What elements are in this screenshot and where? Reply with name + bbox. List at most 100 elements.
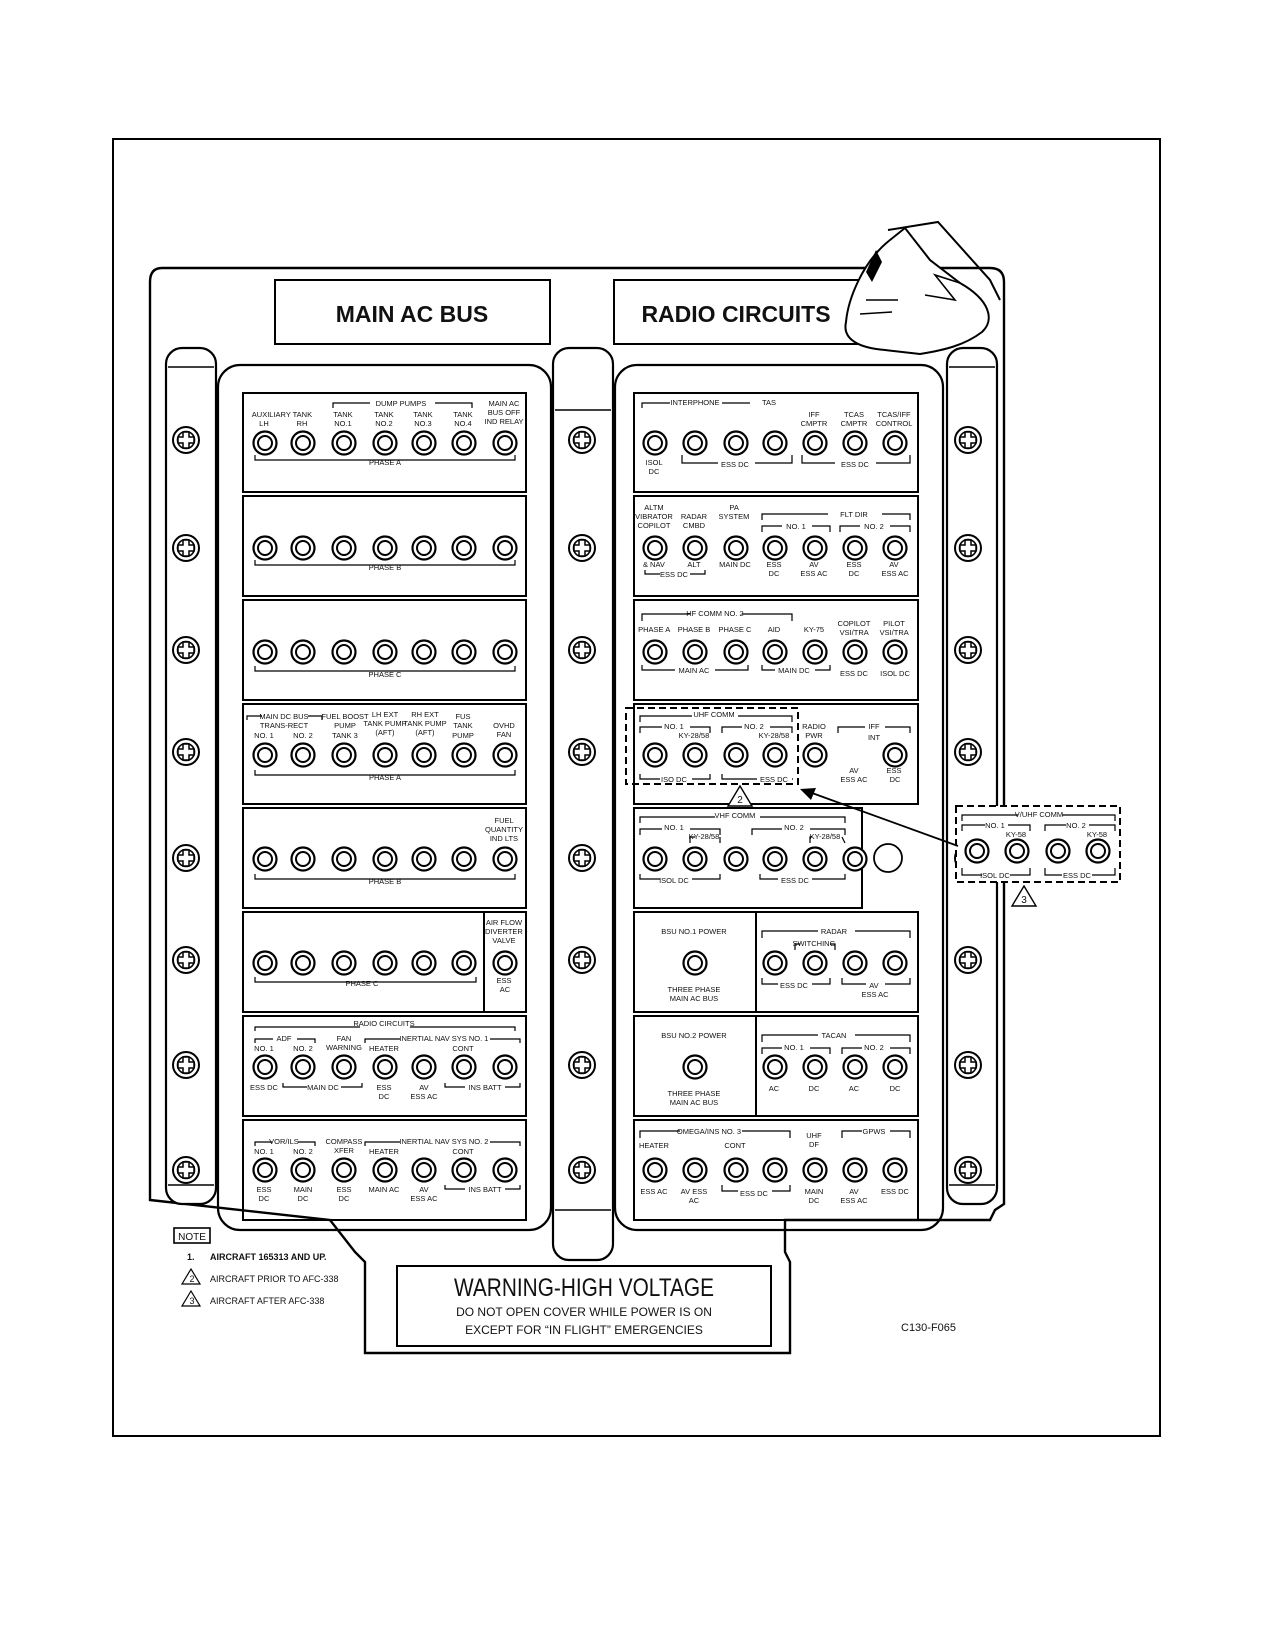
circuit-breaker[interactable] xyxy=(1045,838,1071,864)
circuit-breaker[interactable] xyxy=(372,1054,398,1080)
circuit-breaker[interactable] xyxy=(492,1157,518,1183)
circuit-breaker[interactable] xyxy=(682,430,708,456)
circuit-breaker[interactable] xyxy=(682,535,708,561)
circuit-breaker[interactable] xyxy=(252,1054,278,1080)
circuit-breaker[interactable] xyxy=(642,535,668,561)
circuit-breaker[interactable] xyxy=(451,535,477,561)
circuit-breaker[interactable] xyxy=(882,1157,908,1183)
circuit-breaker[interactable] xyxy=(882,430,908,456)
circuit-breaker[interactable] xyxy=(492,742,518,768)
circuit-breaker[interactable] xyxy=(290,639,316,665)
circuit-breaker[interactable] xyxy=(802,950,828,976)
circuit-breaker[interactable] xyxy=(252,950,278,976)
circuit-breaker[interactable] xyxy=(331,846,357,872)
circuit-breaker[interactable] xyxy=(411,846,437,872)
circuit-breaker[interactable] xyxy=(451,639,477,665)
circuit-breaker[interactable] xyxy=(682,846,708,872)
circuit-breaker[interactable] xyxy=(802,742,828,768)
circuit-breaker[interactable] xyxy=(802,430,828,456)
circuit-breaker[interactable] xyxy=(451,1054,477,1080)
circuit-breaker[interactable] xyxy=(802,846,828,872)
circuit-breaker[interactable] xyxy=(762,950,788,976)
circuit-breaker[interactable] xyxy=(451,742,477,768)
circuit-breaker[interactable] xyxy=(723,846,749,872)
circuit-breaker[interactable] xyxy=(331,1157,357,1183)
circuit-breaker[interactable] xyxy=(802,1054,828,1080)
circuit-breaker[interactable] xyxy=(252,1157,278,1183)
circuit-breaker[interactable] xyxy=(882,742,908,768)
circuit-breaker[interactable] xyxy=(842,950,868,976)
circuit-breaker[interactable] xyxy=(252,639,278,665)
circuit-breaker[interactable] xyxy=(842,1157,868,1183)
circuit-breaker[interactable] xyxy=(331,535,357,561)
circuit-breaker[interactable] xyxy=(451,1157,477,1183)
circuit-breaker[interactable] xyxy=(411,639,437,665)
circuit-breaker[interactable] xyxy=(642,742,668,768)
circuit-breaker[interactable] xyxy=(331,950,357,976)
circuit-breaker[interactable] xyxy=(492,639,518,665)
circuit-breaker[interactable] xyxy=(762,846,788,872)
circuit-breaker[interactable] xyxy=(411,535,437,561)
circuit-breaker[interactable] xyxy=(372,950,398,976)
circuit-breaker[interactable] xyxy=(252,742,278,768)
circuit-breaker[interactable] xyxy=(372,742,398,768)
circuit-breaker[interactable] xyxy=(842,1054,868,1080)
circuit-breaker[interactable] xyxy=(882,535,908,561)
circuit-breaker[interactable] xyxy=(642,1157,668,1183)
circuit-breaker[interactable] xyxy=(882,1054,908,1080)
circuit-breaker[interactable] xyxy=(642,846,668,872)
circuit-breaker[interactable] xyxy=(762,430,788,456)
circuit-breaker[interactable] xyxy=(762,1157,788,1183)
circuit-breaker[interactable] xyxy=(411,950,437,976)
circuit-breaker[interactable] xyxy=(1004,838,1030,864)
circuit-breaker[interactable] xyxy=(842,430,868,456)
circuit-breaker[interactable] xyxy=(252,846,278,872)
circuit-breaker[interactable] xyxy=(723,535,749,561)
circuit-breaker[interactable] xyxy=(964,838,990,864)
circuit-breaker[interactable] xyxy=(882,639,908,665)
circuit-breaker[interactable] xyxy=(290,1054,316,1080)
circuit-breaker[interactable] xyxy=(290,1157,316,1183)
circuit-breaker[interactable] xyxy=(842,846,868,872)
circuit-breaker[interactable] xyxy=(642,430,668,456)
circuit-breaker[interactable] xyxy=(290,430,316,456)
circuit-breaker[interactable] xyxy=(290,742,316,768)
circuit-breaker[interactable] xyxy=(492,430,518,456)
circuit-breaker[interactable] xyxy=(1085,838,1111,864)
circuit-breaker[interactable] xyxy=(682,950,708,976)
circuit-breaker[interactable] xyxy=(411,1157,437,1183)
circuit-breaker[interactable] xyxy=(451,430,477,456)
circuit-breaker[interactable] xyxy=(682,1054,708,1080)
circuit-breaker[interactable] xyxy=(451,846,477,872)
circuit-breaker[interactable] xyxy=(723,639,749,665)
circuit-breaker[interactable] xyxy=(372,1157,398,1183)
circuit-breaker[interactable] xyxy=(372,535,398,561)
circuit-breaker[interactable] xyxy=(411,430,437,456)
circuit-breaker[interactable] xyxy=(762,1054,788,1080)
circuit-breaker[interactable] xyxy=(492,535,518,561)
circuit-breaker[interactable] xyxy=(252,535,278,561)
circuit-breaker[interactable] xyxy=(290,950,316,976)
circuit-breaker[interactable] xyxy=(372,639,398,665)
circuit-breaker[interactable] xyxy=(372,846,398,872)
circuit-breaker[interactable] xyxy=(802,1157,828,1183)
circuit-breaker[interactable] xyxy=(842,535,868,561)
circuit-breaker[interactable] xyxy=(762,742,788,768)
circuit-breaker[interactable] xyxy=(290,535,316,561)
circuit-breaker[interactable] xyxy=(802,535,828,561)
circuit-breaker[interactable] xyxy=(331,430,357,456)
circuit-breaker[interactable] xyxy=(331,742,357,768)
circuit-breaker[interactable] xyxy=(331,1054,357,1080)
circuit-breaker[interactable] xyxy=(882,950,908,976)
circuit-breaker[interactable] xyxy=(492,1054,518,1080)
circuit-breaker[interactable] xyxy=(411,1054,437,1080)
circuit-breaker[interactable] xyxy=(802,639,828,665)
circuit-breaker[interactable] xyxy=(411,742,437,768)
circuit-breaker[interactable] xyxy=(762,639,788,665)
circuit-breaker[interactable] xyxy=(723,430,749,456)
circuit-breaker[interactable] xyxy=(331,639,357,665)
circuit-breaker[interactable] xyxy=(682,742,708,768)
circuit-breaker[interactable] xyxy=(372,430,398,456)
circuit-breaker[interactable] xyxy=(642,639,668,665)
circuit-breaker[interactable] xyxy=(762,535,788,561)
